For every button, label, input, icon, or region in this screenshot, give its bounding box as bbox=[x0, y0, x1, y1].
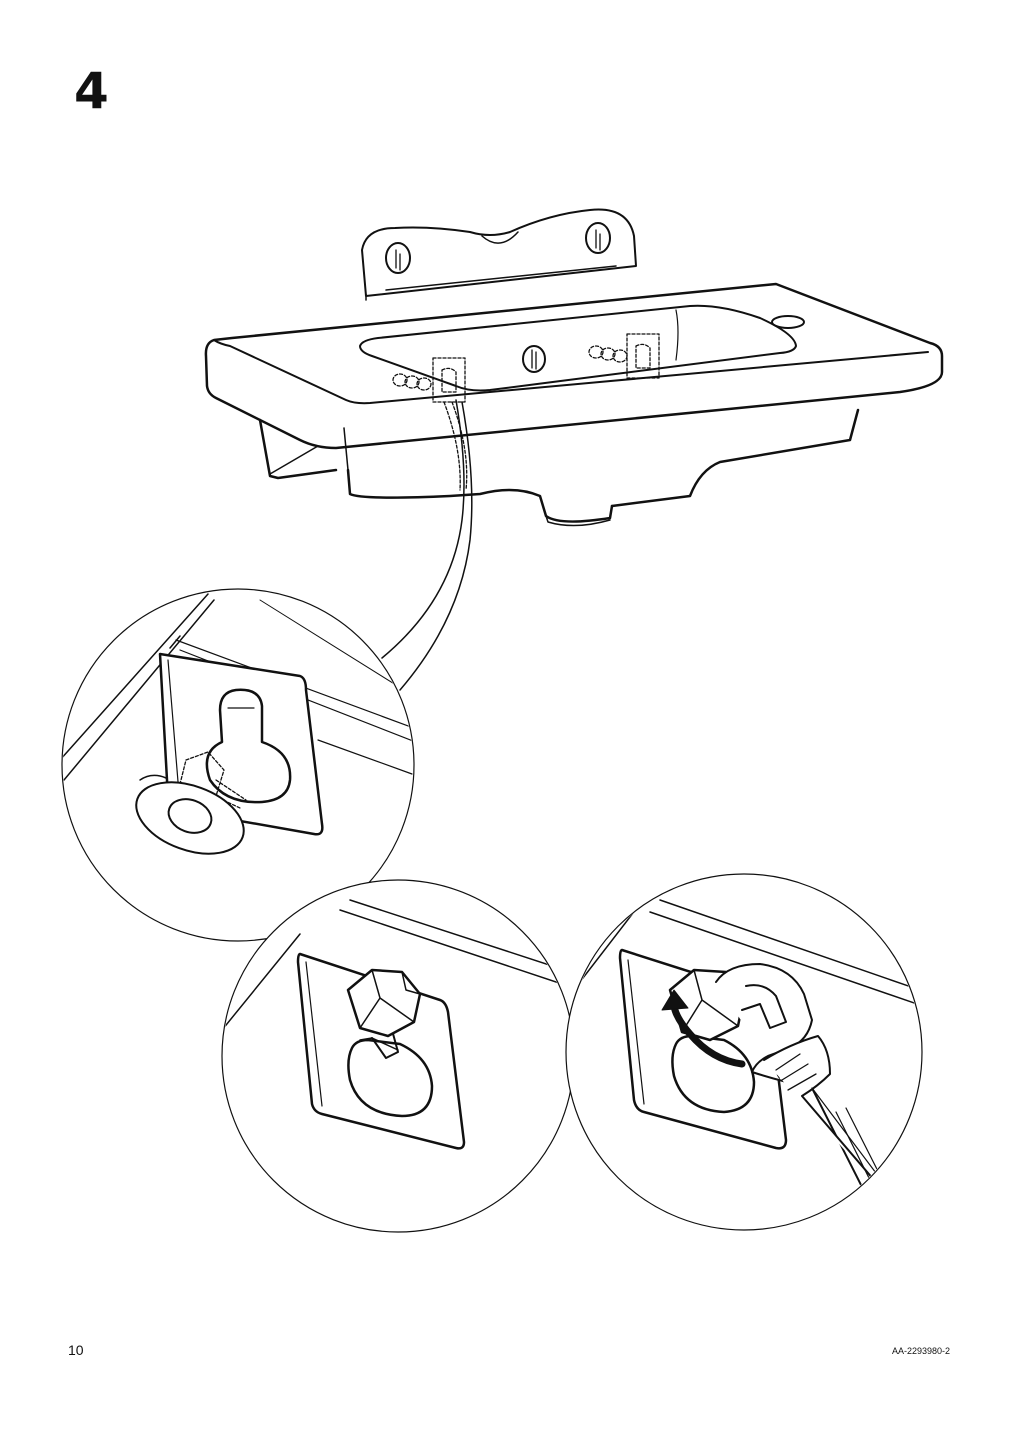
bracket-screw-hole-right bbox=[585, 222, 611, 254]
tap-hole bbox=[771, 315, 805, 329]
step-number: 4 bbox=[74, 62, 109, 120]
document-id: AA-2293980-2 bbox=[891, 1346, 950, 1356]
bracket-screw-hole-left bbox=[385, 242, 411, 274]
detail-circle-hang-basin bbox=[61, 588, 415, 942]
wash-basin bbox=[204, 282, 944, 527]
detail-leader bbox=[381, 399, 473, 691]
page-number: 10 bbox=[68, 1342, 84, 1358]
drain-hole bbox=[522, 345, 546, 373]
detail-circle-tighten-nut bbox=[565, 873, 923, 1231]
detail-circle-bolt-in-slot bbox=[221, 879, 575, 1233]
wall-bracket bbox=[361, 208, 637, 301]
rotation-arrow-icon bbox=[670, 1002, 746, 1068]
